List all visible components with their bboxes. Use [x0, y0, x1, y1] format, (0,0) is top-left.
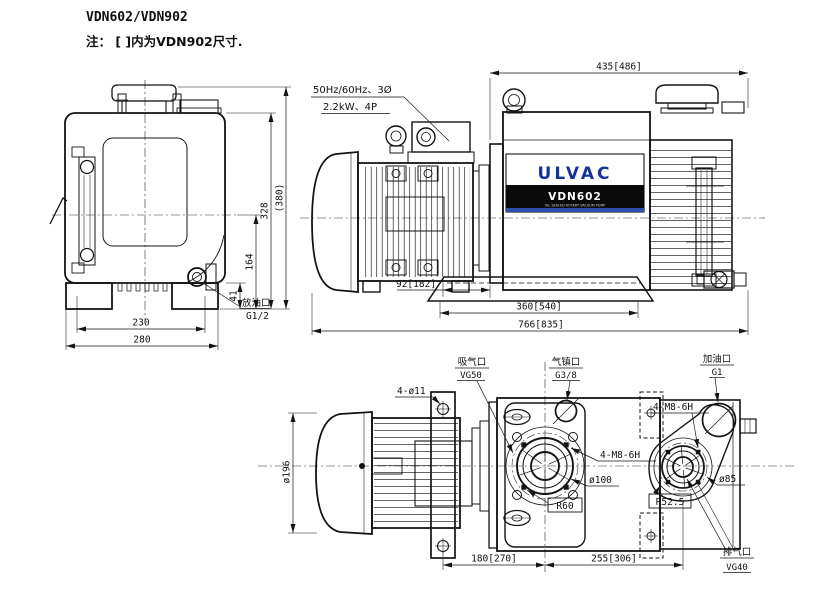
page-title: VDN602/VDN902: [86, 10, 188, 25]
oil-case-plan: [659, 399, 741, 550]
nameplate-subtitle: OIL SEALED ROTARY VACUUM PUMP: [545, 204, 606, 208]
exhaust-cover-plate: [648, 403, 735, 502]
intake-cap-side: [655, 84, 719, 114]
cylinder-module: [504, 402, 586, 548]
oil-case: [649, 139, 733, 291]
motor-fins: [361, 167, 470, 277]
intake-spokes: [519, 439, 570, 493]
dim-766: 766[835]: [518, 320, 564, 331]
exhaust-port: [653, 437, 713, 497]
pump-side: ULVAC VDN602 OIL SEALED ROTARY VACUUM PU…: [426, 84, 747, 302]
drain-port-size: G1/2: [246, 311, 269, 322]
model-number: VDN602: [548, 191, 602, 203]
shaft-detail: [371, 457, 403, 475]
dim-41: 41: [229, 290, 240, 302]
motor-eyebolt: [385, 125, 407, 154]
nameplate-black-band: [506, 185, 644, 208]
front-view-dimensions: 230 280 41 164 328 (380): [65, 86, 291, 350]
drain-valve-side: [696, 270, 747, 289]
shaft-end: [359, 463, 365, 469]
intake-radius-label: R60: [556, 501, 573, 512]
page-note: 注： [ ]内为VDN902尺寸.: [86, 34, 242, 49]
dim-230: 230: [132, 318, 149, 329]
dim-380: (380): [275, 184, 286, 213]
side-view-dimensions: 435[486] 92[182] 360[540] 766[835]: [311, 62, 749, 335]
oil-level-gauge: [686, 156, 724, 287]
lever: [49, 197, 68, 225]
intake-cap-front: [111, 84, 177, 102]
motor-spec-line2: 2.2kW、4P: [323, 102, 377, 113]
ballast-size: G3/8: [555, 371, 577, 381]
brand-logo: ULVAC: [538, 164, 613, 184]
handle-fittings: [503, 408, 531, 527]
intake-size: VG50: [460, 371, 482, 381]
ballast-label: 气镇口: [552, 356, 581, 368]
oil-fill-label: 加油口: [703, 353, 732, 365]
front-panel: [102, 137, 188, 247]
dim-255: 255[306]: [591, 554, 637, 565]
nameplate: ULVAC VDN602 OIL SEALED ROTARY VACUUM PU…: [505, 153, 645, 213]
right-connector-tab: [739, 418, 757, 434]
exhaust-bolts-label: 4-M8-6H: [653, 402, 693, 413]
plan-view-dimensions: ø196 180[270] 255[306]: [282, 412, 684, 570]
dim-280: 280: [133, 335, 150, 346]
terminal-box: [407, 121, 475, 164]
mount-holes-label: 4-ø11: [397, 386, 426, 397]
vent-slots: [117, 282, 168, 292]
nameplate-blue-stripe: [506, 208, 644, 212]
exhaust-dia-label: ø85: [719, 474, 736, 485]
foot-right: [171, 282, 219, 310]
pump-eyebolt: [502, 88, 526, 114]
motor-nameplate-area: [385, 196, 445, 232]
exhaust-radius-label: R52.5: [656, 497, 685, 508]
motor-side: [311, 121, 490, 293]
gas-ballast-port: [552, 397, 580, 425]
intake-port: [505, 426, 585, 506]
foot-left: [65, 282, 113, 310]
plan-view: 4-ø11 吸气口 VG50 气镇口 G3/8 加油口 G1 4-M8-6H 4…: [258, 353, 795, 573]
exhaust-plug-side: [721, 101, 745, 114]
exhaust-label: 排气口: [723, 546, 752, 558]
dim-196: ø196: [282, 460, 293, 483]
oil-sight-glass: [49, 146, 96, 274]
top-fittings-front: [111, 84, 222, 114]
dim-435: 435[486]: [596, 62, 642, 73]
dim-164: 164: [245, 253, 256, 270]
coupling-housing: [478, 164, 490, 272]
intake-dia-label: ø100: [589, 475, 612, 486]
oil-fill-plug-front: [179, 99, 219, 114]
intake-label: 吸气口: [458, 356, 487, 368]
exhaust-size: VG40: [726, 563, 748, 573]
dim-92: 92[182]: [396, 279, 436, 290]
housing-arc: [185, 234, 225, 284]
dim-180: 180[270]: [471, 554, 517, 565]
motor-plan: [315, 411, 490, 535]
motor-spec-line1: 50Hz/60Hz、3Ø: [313, 84, 392, 96]
oil-fill-size: G1: [712, 368, 723, 378]
fan-cover-plan: [315, 411, 373, 535]
dim-328: 328: [260, 202, 271, 219]
oil-case-fins: [651, 146, 731, 286]
cable-gland: [416, 127, 436, 147]
motor-fins-plan: [374, 422, 458, 524]
fan-cover: [311, 151, 359, 293]
motor-lugs: [385, 165, 439, 276]
oil-fill-port: [701, 402, 737, 438]
dim-360: 360[540]: [516, 302, 562, 313]
mounting-flange: [489, 143, 504, 284]
bedplate: [426, 276, 655, 302]
flange-plate-plan: [488, 401, 498, 549]
front-view: 放油口 G1/2 230 280 41 164 328 (380): [49, 80, 291, 350]
plan-labels: 4-ø11 吸气口 VG50 气镇口 G3/8 加油口 G1 4-M8-6H 4…: [395, 353, 754, 573]
intake-bolts-label: 4-M8-6H: [600, 450, 640, 461]
exhaust-spokes: [664, 447, 702, 487]
side-view: 50Hz/60Hz、3Ø 2.2kW、4P ULVAC VDN602 OIL S…: [300, 62, 765, 335]
motor-spec-note: 50Hz/60Hz、3Ø 2.2kW、4P: [311, 84, 450, 142]
